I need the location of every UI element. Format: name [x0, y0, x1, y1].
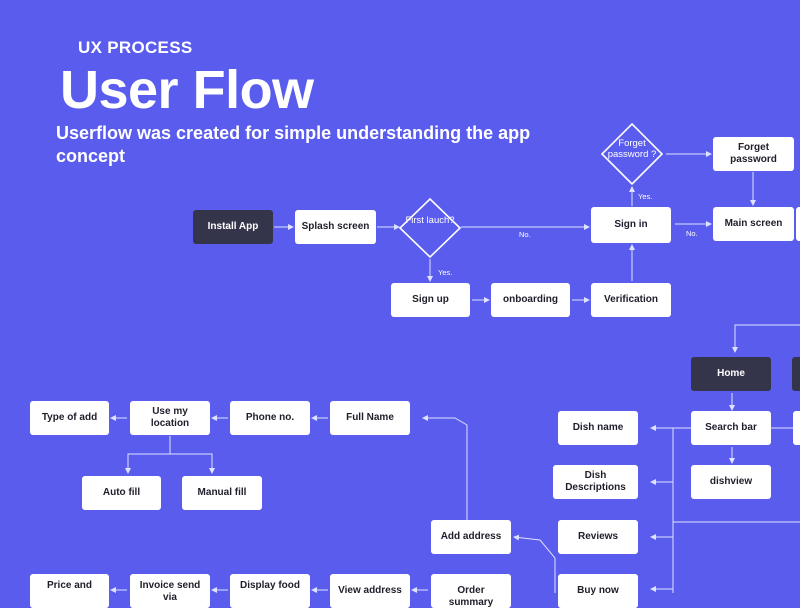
auto-fill-node[interactable]: Auto fill [82, 476, 161, 510]
forget-password-question-label: Forget password ? [607, 138, 657, 160]
add-address-node[interactable]: Add address [431, 520, 511, 554]
install-app-node[interactable]: Install App [193, 210, 273, 244]
search-bar-node[interactable]: Search bar [691, 411, 771, 445]
display-food-node[interactable]: Display food [230, 574, 310, 608]
dishview-node[interactable]: dishview [691, 465, 771, 499]
eyebrow-label: UX PROCESS [78, 38, 193, 57]
splash-screen-node[interactable]: Splash screen [295, 210, 376, 244]
main-screen-node[interactable]: Main screen [713, 207, 794, 241]
use-my-location-node[interactable]: Use my location [130, 401, 210, 435]
page-title: User Flow [60, 60, 314, 120]
price-and-node[interactable]: Price and [30, 574, 109, 608]
first-launch-label: First lauch? [405, 215, 455, 226]
sign-up-node[interactable]: Sign up [391, 283, 470, 317]
type-of-add-node[interactable]: Type of add [30, 401, 109, 435]
home-node[interactable]: Home [691, 357, 771, 391]
order-summary-node[interactable]: Order summary [431, 574, 511, 608]
offscreen-node [796, 207, 800, 241]
buy-now-node[interactable]: Buy now [558, 574, 638, 608]
forget-password-node[interactable]: Forget password [713, 137, 794, 171]
first-launch-decision [398, 197, 462, 259]
forget-password-decision [600, 122, 664, 186]
manual-fill-node[interactable]: Manual fill [182, 476, 262, 510]
invoice-send-via-node[interactable]: Invoice send via [130, 574, 210, 608]
verification-node[interactable]: Verification [591, 283, 671, 317]
dish-name-node[interactable]: Dish name [558, 411, 638, 445]
yes-to-forget-label: Yes. [638, 192, 653, 201]
reviews-node[interactable]: Reviews [558, 520, 638, 554]
phone-no-node[interactable]: Phone no. [230, 401, 310, 435]
onboarding-node[interactable]: onboarding [491, 283, 570, 317]
dish-descriptions-node[interactable]: Dish Descriptions [553, 465, 638, 499]
flow-connectors [110, 122, 800, 593]
page-subtitle: Userflow was created for simple understa… [56, 123, 531, 166]
sign-in-node[interactable]: Sign in [591, 207, 671, 243]
offscreen-dark-node [792, 357, 800, 391]
no-to-signin-label: No. [519, 230, 531, 239]
offscreen-node-2 [793, 411, 800, 445]
no-to-main-label: No. [686, 229, 698, 238]
yes-to-signup-label: Yes. [438, 268, 453, 277]
view-address-node[interactable]: View address [330, 574, 410, 608]
full-name-node[interactable]: Full Name [330, 401, 410, 435]
